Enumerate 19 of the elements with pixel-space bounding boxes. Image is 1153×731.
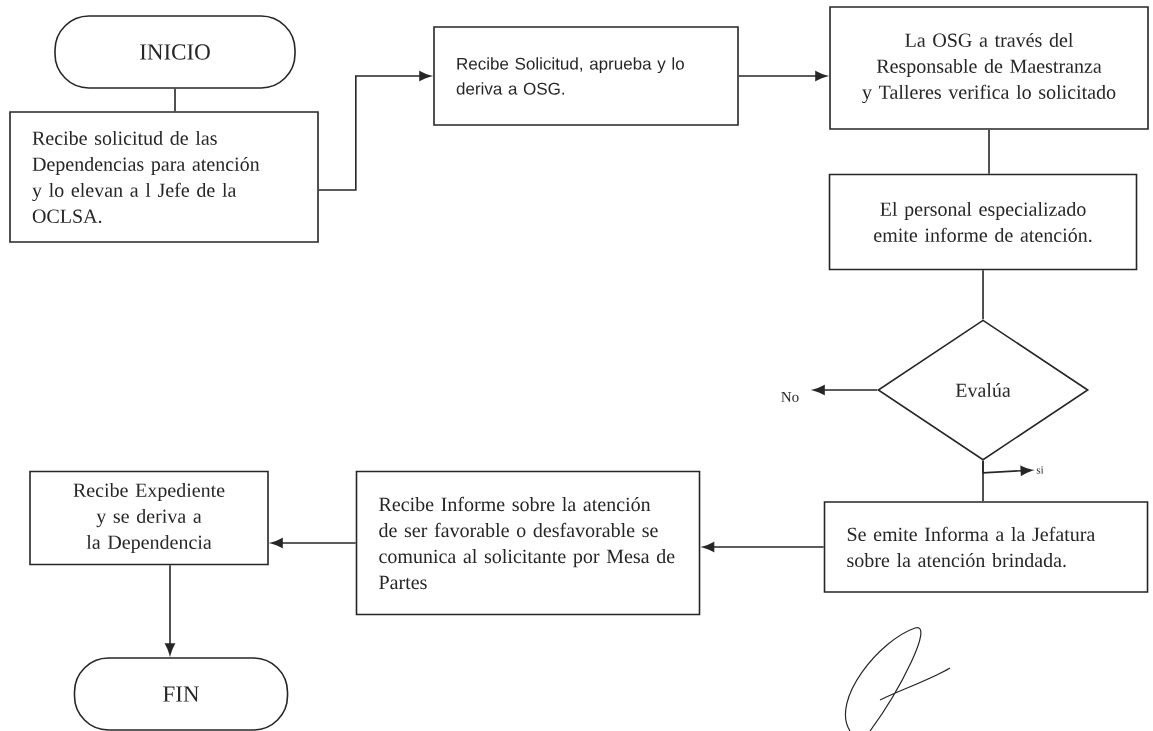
arrow [813, 385, 878, 395]
process-box: El personal especializado emite informe de atención. [828, 173, 1138, 271]
process-box: La OSG a través del Responsable de Maestranza y Talleres verifica lo solicitado [829, 6, 1149, 130]
connector-line [988, 129, 990, 175]
process-box: Se emite Informa a la Jefatura sobre la atención brindada. [823, 501, 1149, 593]
arrow [271, 538, 357, 548]
connector-line [982, 269, 984, 320]
branch-label: si [1036, 466, 1044, 474]
process-box: Recibe Expediente y se deriva a la Dependencia [29, 470, 269, 566]
process-box: Recibe Informe sobre la atención de ser favorable o desfavorable se comunica al solicitante por Mesa de Partes [355, 470, 701, 616]
arrow [165, 564, 175, 655]
arrow [318, 71, 431, 191]
process-box: Recibe solicitud de las Dependencias para atención y lo elevan a l Jefe de la OCLSA. [9, 111, 319, 243]
arrow [738, 71, 827, 81]
connector-line [174, 88, 176, 112]
connector-line [982, 460, 984, 502]
arrow [702, 542, 825, 552]
branch-label: No [781, 392, 799, 402]
process-box: Recibe Solicitud, aprueba y lo deriva a OSG. [433, 26, 739, 126]
